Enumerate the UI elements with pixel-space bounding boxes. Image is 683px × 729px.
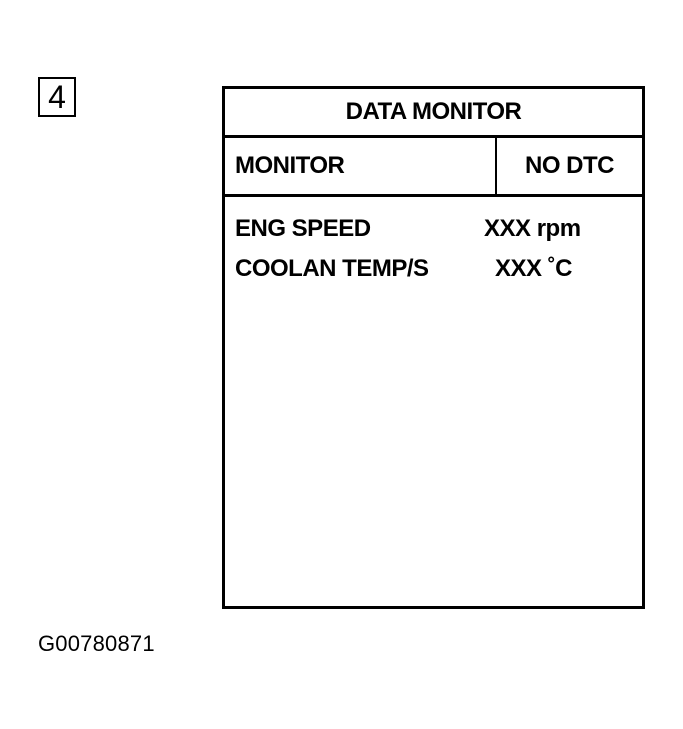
data-value: XXX rpm [484,215,581,242]
dtc-status: NO DTC [525,152,615,179]
data-monitor-screen: DATA MONITOR MONITOR NO DTC ENG SPEED XX… [222,86,645,609]
data-label: ENG SPEED [235,215,371,242]
data-value: XXX ˚C [495,255,573,282]
data-row-eng-speed: ENG SPEED XXX rpm [235,215,635,247]
step-number: 4 [48,79,66,115]
figure-id: G00780871 [38,631,155,656]
monitor-label: MONITOR [225,138,497,194]
screen-header-row: MONITOR NO DTC [225,138,642,197]
screen-title: DATA MONITOR [225,89,642,138]
data-label: COOLAN TEMP/S [235,255,429,282]
step-number-box: 4 [38,77,76,117]
data-row-coolant-temp: COOLAN TEMP/S XXX ˚C [235,255,635,287]
